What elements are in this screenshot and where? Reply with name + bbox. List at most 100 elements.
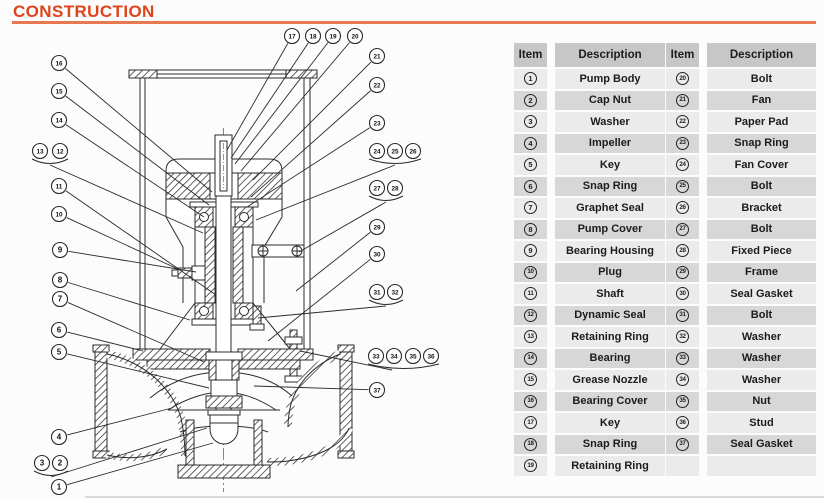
description-cell: Bearing [555,348,665,368]
leader-line [267,258,371,342]
description-cell: Graphet Seal [555,198,665,218]
item-number-badge: 18 [524,437,537,451]
callout-number: 33 [372,354,380,361]
callout-14 [50,111,68,129]
item-number-badge: 5 [524,158,537,172]
callout-33 [367,347,385,365]
description-cell: Washer [707,370,816,390]
item-cell: 23 [666,133,699,153]
item-cell: 4 [514,133,547,153]
item-number-badge: 20 [676,72,689,86]
callout-number: 3 [40,459,45,468]
item-cell: 33 [666,348,699,368]
callout-23 [368,114,386,132]
callout-3 [33,454,51,472]
description-cell: Key [555,413,665,433]
callout-number: 8 [58,276,63,285]
item-number-badge: 3 [524,115,537,129]
callout-number: 4 [57,433,62,442]
item-number-badge: 14 [524,351,537,365]
callout-number: 20 [351,34,359,41]
impeller-hub [205,395,243,409]
description-cell: Dynamic Seal [555,305,665,325]
item-number-badge: 2 [524,93,537,107]
leader-line [252,61,372,181]
callout-number: 35 [409,354,417,361]
leader-line [295,231,371,292]
item-number-badge: 1 [524,72,537,86]
callout-16 [50,54,68,72]
callout-31 [368,283,386,301]
callout-number: 13 [36,149,44,156]
leader-line [67,331,144,352]
callout-number: 15 [55,89,63,96]
item-cell: 29 [666,262,699,282]
description-cell: Bolt [707,219,816,239]
item-cell: 14 [514,348,547,368]
callout-17 [283,27,301,45]
item-cell: 22 [666,112,699,132]
description-cell: Snap Ring [555,434,665,454]
leader-lines [49,42,396,486]
item-number-badge: 15 [524,373,537,387]
title-underline [12,21,816,24]
callout-number: 28 [391,186,399,193]
description-cell: Retaining Ring [555,456,665,476]
nut [284,336,303,345]
item-number-badge: 7 [524,201,537,215]
description-cell: Fan Cover [707,155,816,175]
description-cell: Impeller [555,133,665,153]
callout-brace [368,158,422,164]
grease-nozzle [191,265,206,281]
item-number-badge: 8 [524,222,537,236]
callout-7 [51,290,69,308]
item-number-badge: 27 [676,222,689,236]
callout-number: 19 [329,34,337,41]
item-cell: 30 [666,284,699,304]
item-number-badge: 24 [676,158,689,172]
callout-30 [368,245,386,263]
item-cell: 6 [514,176,547,196]
item-number-badge: 12 [524,308,537,322]
item-number-badge: 21 [676,93,689,107]
callout-number: 17 [288,34,296,41]
item-cell: 17 [514,413,547,433]
callout-36 [422,347,440,365]
item-cell: 18 [514,434,547,454]
item-cell: 31 [666,305,699,325]
callout-1 [50,478,68,496]
leader-line [67,353,210,389]
item-cell: 25 [666,176,699,196]
callout-number: 32 [391,290,399,297]
callout-number: 11 [56,184,63,191]
leader-line [240,42,350,172]
leader-line [65,95,210,206]
callout-number: 1 [57,483,62,492]
callout-number: 14 [55,118,63,125]
description-cell [707,456,816,476]
item-number-badge: 13 [524,330,537,344]
callout-number: 36 [427,354,435,361]
callout-34 [385,347,403,365]
description-cell: Grease Nozzle [555,370,665,390]
description-cell: Bearing Cover [555,391,665,411]
callout-number: 2 [58,459,63,468]
pump-cross-section-diagram: 1234567891011121314151617181920212223242… [31,27,440,496]
item-cell: 7 [514,198,547,218]
description-cell: Fan [707,90,816,110]
leader-line [67,407,173,436]
frame-leg-left [139,77,146,351]
table-header-cell: Item [666,43,699,67]
description-cell: Cap Nut [555,90,665,110]
item-number-badge: 19 [524,459,537,473]
description-cell: Pump Body [555,69,665,89]
callout-number: 22 [373,83,381,90]
callout-15 [50,82,68,100]
leader-line [68,250,197,273]
item-number-badge: 16 [524,394,537,408]
item-cell: 32 [666,327,699,347]
callout-5 [50,343,68,361]
